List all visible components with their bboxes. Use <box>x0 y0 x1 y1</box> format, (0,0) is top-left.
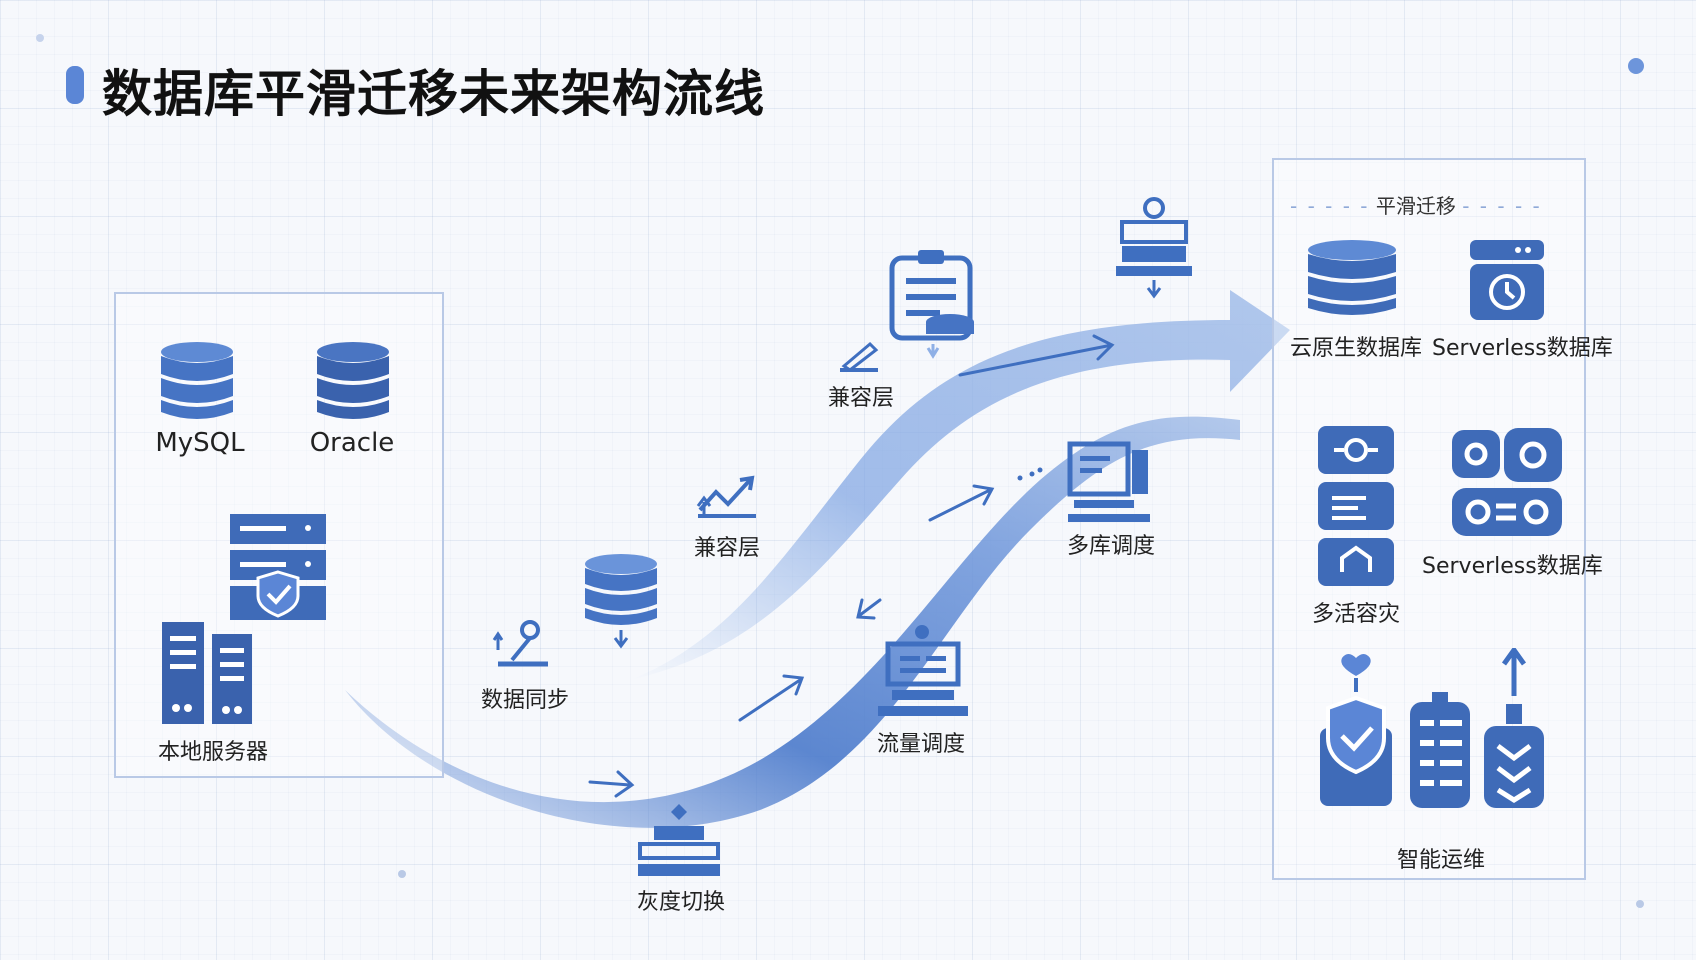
local-server-label: 本地服务器 <box>157 740 268 765</box>
serverless-db-label-2: Serverless数据库 <box>1422 554 1603 579</box>
arrow-1 <box>588 770 635 798</box>
server-rack-icon <box>230 514 326 620</box>
oracle-label: Oracle <box>309 428 395 458</box>
arrow-4 <box>928 484 995 522</box>
compat-label-2: 兼容层 <box>693 536 760 561</box>
ribbon-upper <box>630 290 1290 680</box>
data-sync-label: 数据同步 <box>480 688 569 713</box>
multi-active-dr-label: 多活容灾 <box>1311 602 1400 627</box>
decor-dot <box>36 34 44 42</box>
aiops-label: 智能运维 <box>1396 848 1485 873</box>
database-download-icon <box>585 554 657 649</box>
traffic-schedule-label: 流量调度 <box>876 732 965 757</box>
aiops-icons <box>1320 648 1544 808</box>
decor-dot <box>1628 58 1644 74</box>
title-accent-bar <box>66 66 84 104</box>
pen-icon <box>840 341 879 372</box>
terminal-icon <box>878 625 968 716</box>
migration-header-label: 平滑迁移 <box>1375 194 1456 218</box>
switch-icon <box>638 804 720 876</box>
document-stack-icon <box>889 250 974 359</box>
multi-active-stack-icon <box>1318 426 1394 586</box>
decor-dot <box>398 870 406 878</box>
chart-icon <box>696 475 756 518</box>
ribbon-main <box>345 416 1240 828</box>
compat-label-1: 兼容层 <box>827 386 894 411</box>
cloud-native-db-label: 云原生数据库 <box>1289 336 1422 361</box>
cloud-database-icon <box>1308 240 1396 315</box>
multi-schedule-label: 多库调度 <box>1066 534 1155 559</box>
oracle-database-icon <box>317 342 389 419</box>
sync-icon <box>492 620 548 667</box>
serverless-db-label: Serverless数据库 <box>1432 336 1613 361</box>
mysql-label: MySQL <box>155 428 245 458</box>
arrow-5 <box>856 598 882 620</box>
arrow-2 <box>738 674 805 722</box>
decor-dot <box>1636 900 1644 908</box>
page-title: 数据库平滑迁移未来架构流线 <box>102 65 765 123</box>
computer-icon <box>1067 441 1150 522</box>
server-pin-icon <box>1116 197 1192 299</box>
gray-switch-label: 灰度切换 <box>636 890 725 915</box>
migration-header: - - - - - 平滑迁移 - - - - - <box>1290 194 1542 218</box>
gear-icon <box>1452 428 1562 536</box>
serverless-icon <box>1470 240 1544 320</box>
server-tower-icon <box>162 622 252 724</box>
arrow-3 <box>958 334 1115 377</box>
mysql-database-icon <box>161 342 233 419</box>
